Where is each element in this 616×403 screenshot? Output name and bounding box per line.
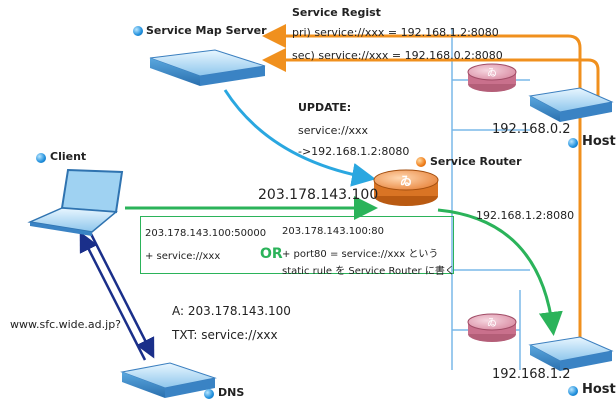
request-line-1: 203.178.143.100:50000 (145, 228, 267, 239)
host-bottom-ip: 192.168.1.2 (492, 367, 571, 382)
dns-device (120, 362, 217, 398)
svg-text:ゐ: ゐ (487, 67, 497, 79)
client-label: Client (50, 150, 87, 163)
service-regist-primary: pri) service://xxx = 192.168.1.2:8080 (292, 26, 499, 39)
alt-line-1: 203.178.143.100:80 (282, 226, 384, 237)
host-bottom-label: Host (582, 382, 616, 397)
dns-dot-icon (204, 389, 214, 399)
dns-answer-arrow (79, 231, 147, 361)
dns-query-arrow (88, 231, 155, 359)
host-top-dot-icon (568, 138, 578, 148)
svg-text:ゐ: ゐ (487, 317, 497, 329)
service-router-label: Service Router (430, 155, 522, 168)
svg-text:ゐ: ゐ (400, 174, 412, 188)
update-line-1: service://xxx (298, 124, 369, 137)
forward-target: 192.168.1.2:8080 (476, 209, 575, 222)
request-box (140, 216, 454, 274)
host-top-label: Host (582, 134, 616, 149)
host-bottom-dot-icon (568, 386, 578, 396)
dns-label: DNS (218, 386, 245, 399)
update-line-2: ->192.168.1.2:8080 (298, 145, 410, 158)
service-regist-secondary: sec) service://xxx = 192.168.0.2:8080 (292, 49, 503, 62)
service-router-device: ゐ (373, 169, 439, 206)
forward-arrow (437, 208, 563, 336)
alt-line-2: + port80 = service://xxx という (282, 249, 439, 260)
update-title: UPDATE: (298, 101, 352, 114)
dns-query-name: www.sfc.wide.ad.jp? (10, 318, 122, 331)
client-dot-icon (36, 153, 46, 163)
host-top-device (528, 87, 614, 122)
register-arrow-secondary (262, 48, 600, 98)
or-label: OR (260, 246, 283, 262)
router-bottom-pink: ゐ (467, 313, 517, 342)
router-top-pink: ゐ (467, 63, 517, 92)
service-regist-title: Service Regist (292, 6, 381, 19)
host-bottom-device (528, 336, 614, 371)
service-map-server-device (149, 49, 266, 86)
dns-answer-txt: TXT: service://xxx (172, 328, 278, 342)
host-top-ip: 192.168.0.2 (492, 122, 571, 137)
service-map-server-label: Service Map Server (146, 24, 267, 37)
request-line-2: + service://xxx (145, 251, 221, 262)
update-arrow (223, 89, 376, 187)
client-laptop (27, 168, 124, 236)
register-arrow-primary (262, 24, 582, 352)
router-dot-icon (416, 157, 426, 167)
server-dot-icon (133, 26, 143, 36)
alt-line-3: static rule を Service Router に書く (282, 266, 455, 277)
dns-answer-a: A: 203.178.143.100 (172, 304, 291, 318)
router-public-ip: 203.178.143.100 (258, 187, 379, 203)
